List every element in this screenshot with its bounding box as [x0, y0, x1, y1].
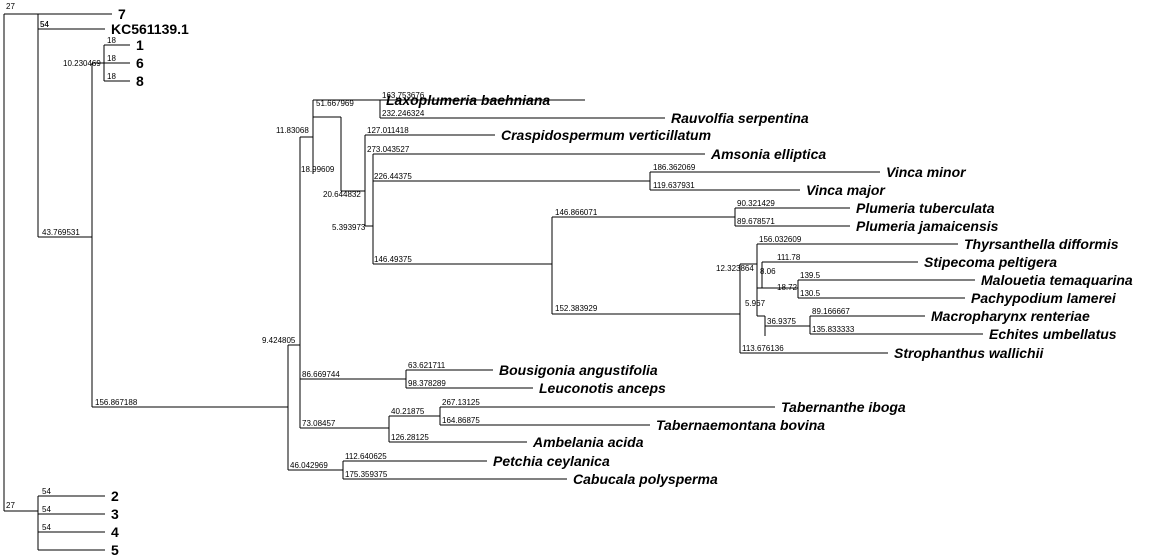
branch-length-laxo: 163.753676 [382, 91, 425, 100]
branch-length-bous: 63.621711 [408, 361, 446, 370]
tip-label-stro: Strophanthus wallichii [894, 345, 1044, 361]
branch-length-n4: 54 [42, 523, 51, 532]
branch-length-o: 8.06 [760, 267, 776, 276]
branch-length-vmin: 186.362069 [653, 163, 696, 172]
branch-length-i: 5.393973 [332, 223, 366, 232]
branch-length-petc: 112.640625 [345, 452, 387, 461]
branch-length-tabb: 164.86875 [442, 416, 480, 425]
tip-label-t2: 2 [111, 488, 119, 504]
branch-length-d: 11.83068 [276, 126, 309, 135]
branch-length-n: 12.323864 [716, 264, 754, 273]
branch-length-stro: 113.676136 [742, 344, 784, 353]
branch-length-tabi: 267.13125 [442, 398, 480, 407]
branch-length-t1: 18 [107, 36, 116, 45]
branch-length-pach: 130.5 [800, 289, 821, 298]
tip-label-macr: Macropharynx renteriae [931, 308, 1090, 324]
branch-length-j: 226.44375 [374, 172, 412, 181]
tip-label-amso: Amsonia elliptica [710, 146, 826, 162]
tip-label-vmin: Vinca minor [886, 164, 967, 180]
branch-length-ptub: 90.321429 [737, 199, 775, 208]
tip-label-cabu: Cabucala polysperma [573, 471, 718, 487]
branch-length-v: 46.042969 [290, 461, 328, 470]
tip-label-echi: Echites umbellatus [989, 326, 1117, 342]
branch-length-kc: 54 [40, 20, 49, 29]
tip-label-petc: Petchia ceylanica [493, 453, 610, 469]
tree-edges [3, 13, 983, 551]
branch-length-k: 146.49375 [374, 255, 412, 264]
branch-length-amso: 273.043527 [367, 145, 410, 154]
branch-length-ambe: 126.28125 [391, 433, 429, 442]
branch-length-a_group: 43.769531 [42, 228, 80, 237]
branch-length-p: 18.72 [777, 283, 798, 292]
tip-label-kc: KC561139.1 [111, 21, 189, 37]
branch-length-pjam: 89.678571 [737, 217, 775, 226]
tip-label-ptub: Plumeria tuberculata [856, 200, 995, 216]
tip-label-rauv: Rauvolfia serpentina [671, 110, 809, 126]
branch-length-t6: 18 [107, 54, 116, 63]
tip-label-t4: 4 [111, 524, 119, 540]
branch-length-r: 36.9375 [767, 317, 796, 326]
branch-length-n3: 54 [42, 505, 51, 514]
branch-length-n7: 54 [40, 20, 49, 29]
branch-length-malo: 139.5 [800, 271, 821, 280]
branch-length-leuc: 98.378289 [408, 379, 446, 388]
branch-length-cras: 127.011418 [367, 126, 409, 135]
branch-length-vmaj: 119.637931 [653, 181, 695, 190]
tip-label-ambe: Ambelania acida [532, 434, 644, 450]
branch-length-q: 5.967 [745, 299, 766, 308]
branch-length-h: 10.230469 [63, 59, 101, 68]
branch-length-s: 86.669744 [302, 370, 340, 379]
tip-label-t5: 5 [111, 542, 119, 558]
branch-length-outer_top: 27 [6, 2, 15, 11]
branch-length-rauv: 232.246324 [382, 109, 425, 118]
tip-label-cras: Craspidospermum verticillatum [501, 127, 711, 143]
tip-label-tabi: Tabernanthe iboga [781, 399, 906, 415]
branch-length-t: 73.08457 [302, 419, 336, 428]
branch-length-cabu: 175.359375 [345, 470, 388, 479]
branch-length-f: 51.667969 [316, 99, 354, 108]
tip-label-malo: Malouetia temaquarina [981, 272, 1133, 288]
tip-label-stip: Stipecoma peltigera [924, 254, 1057, 270]
tip-label-tabb: Tabernaemontana bovina [656, 417, 825, 433]
branch-length-e: 18.99609 [301, 165, 335, 174]
tip-label-laxo: Laxoplumeria baehniana [386, 92, 550, 108]
tip-label-t3: 3 [111, 506, 119, 522]
branch-length-m: 152.383929 [555, 304, 598, 313]
branch-length-g: 20.644832 [323, 190, 361, 199]
tip-label-pach: Pachypodium lamerei [971, 290, 1117, 306]
tip-label-vmaj: Vinca major [806, 182, 886, 198]
branch-length-echi: 135.833333 [812, 325, 855, 334]
branch-length-l: 146.866071 [555, 208, 598, 217]
branch-length-thyr: 156.032609 [759, 235, 802, 244]
tip-label-pjam: Plumeria jamaicensis [856, 218, 999, 234]
tip-label-t6: 6 [136, 55, 144, 71]
branch-length-t8: 18 [107, 72, 116, 81]
tip-label-leuc: Leuconotis anceps [539, 380, 666, 396]
branch-length-macr: 89.166667 [812, 307, 850, 316]
branch-length-stip: 111.78 [777, 253, 801, 262]
branch-length-outer_bottom: 27 [6, 501, 15, 510]
branch-length-c: 9.424805 [262, 336, 296, 345]
branch-length-b: 156.867188 [95, 398, 138, 407]
branch-length-u: 40.21875 [391, 407, 425, 416]
tip-label-t1: 1 [136, 37, 144, 53]
tip-label-bous: Bousigonia angustifolia [499, 362, 658, 378]
branch-length-n2: 54 [42, 487, 51, 496]
tip-label-t8: 8 [136, 73, 144, 89]
tip-label-t7: 7 [118, 6, 126, 22]
tip-label-thyr: Thyrsanthella difformis [964, 236, 1119, 252]
